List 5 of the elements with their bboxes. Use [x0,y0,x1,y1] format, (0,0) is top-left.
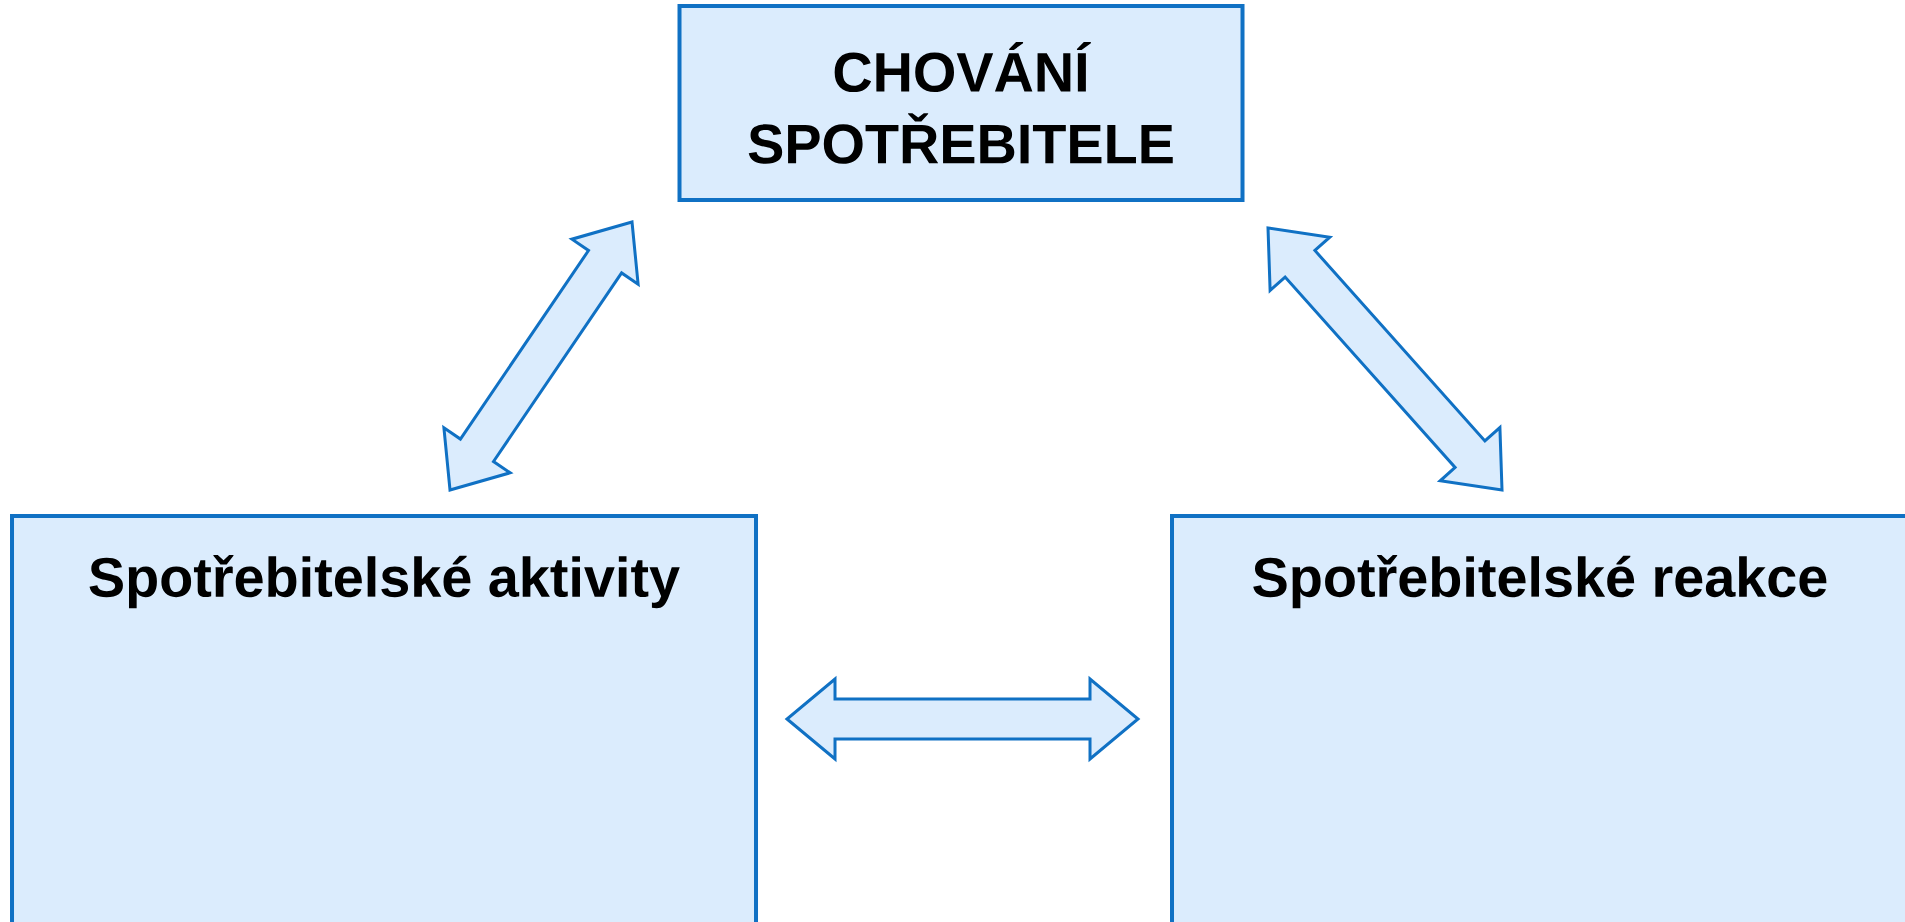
double-arrow [442,220,640,492]
heading-box: CHOVÁNÍ SPOTŘEBITELE [677,4,1245,202]
category-box: Spotřebitelské reakce [1170,514,1905,922]
category-box: Spotřebitelské aktivity [10,514,758,922]
double-arrow [1266,226,1504,492]
